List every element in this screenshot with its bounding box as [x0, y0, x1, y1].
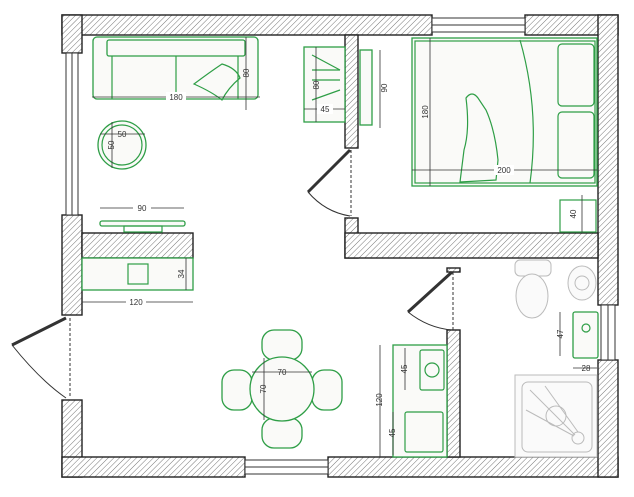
bathroom-basin [572, 311, 599, 359]
dim-sofa-depth: 80 [242, 68, 251, 77]
dim-nightstand: 40 [569, 209, 578, 218]
wall-top-left [61, 14, 433, 36]
wall-right-lower [597, 359, 619, 478]
bed [411, 37, 598, 187]
entrance-door[interactable] [11, 316, 71, 399]
dim-shelf-depth: 45 [321, 105, 330, 114]
dim-shelf-width: 80 [312, 80, 321, 89]
bedroom-door[interactable] [306, 148, 352, 217]
wall-bottom-left [61, 456, 246, 478]
wall-bottom-right [327, 456, 619, 478]
dim-basin-width: 47 [556, 329, 565, 338]
dim-table-d: 70 [259, 384, 268, 393]
chair [261, 329, 303, 361]
wall-left-upper [61, 14, 83, 54]
kitchen-counter [392, 344, 448, 458]
wardrobe [359, 49, 373, 126]
nightstand [559, 199, 597, 233]
toilet [514, 259, 552, 319]
dining-set [221, 329, 343, 449]
chair [221, 369, 253, 411]
dim-basin-offset: 28 [582, 364, 591, 373]
bathroom-door[interactable] [406, 270, 454, 331]
side-table [97, 120, 147, 170]
wall-left-mid [61, 214, 83, 316]
dim-cooktop-depth: 45 [400, 364, 409, 373]
wall-bedroom-bottom [344, 232, 599, 259]
wall-partition-upper [344, 34, 359, 149]
windows [65, 17, 616, 475]
wall-bath [446, 329, 461, 458]
tv-stand [99, 220, 186, 233]
dim-console-width: 120 [129, 298, 143, 307]
dim-tv-stand: 90 [138, 204, 147, 213]
cooktop [419, 349, 445, 391]
chair [311, 369, 343, 411]
person-figure [459, 93, 499, 183]
wall-living-bottom [81, 232, 194, 259]
washing-machine [567, 265, 597, 301]
dim-side-table-w: 50 [118, 130, 127, 139]
dim-sofa-width: 180 [169, 93, 183, 102]
dim-wardrobe: 90 [380, 83, 389, 92]
pillow [557, 111, 595, 179]
shower [514, 374, 598, 458]
hall-console [81, 257, 194, 291]
walls [61, 14, 619, 478]
pillow [192, 63, 241, 101]
pillow [557, 43, 595, 107]
chair [261, 417, 303, 449]
dim-side-table-d: 50 [107, 140, 116, 149]
wall-bath-top [446, 267, 461, 273]
dim-bed-length: 200 [497, 166, 511, 175]
dim-table-w: 70 [278, 368, 287, 377]
wall-right-upper [597, 14, 619, 306]
dim-sink-depth: 45 [388, 428, 397, 437]
doors[interactable] [11, 148, 454, 399]
dim-bed-width: 180 [421, 105, 430, 119]
dim-counter-length: 120 [375, 393, 384, 407]
dim-console-depth: 34 [177, 269, 186, 278]
dining-table [249, 356, 315, 422]
sofa [92, 36, 259, 101]
sink [404, 411, 444, 453]
